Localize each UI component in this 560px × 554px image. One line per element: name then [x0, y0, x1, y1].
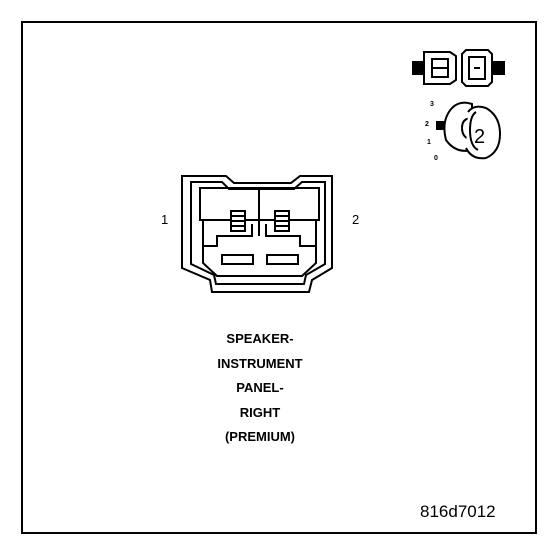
terminal-cavity-right	[265, 221, 317, 247]
key-position-icon	[436, 101, 502, 160]
pin-label-2: 2	[352, 212, 360, 227]
connector-outer-shell	[181, 175, 333, 293]
key-position-1: 1	[427, 139, 431, 146]
terminal-right	[274, 210, 290, 232]
key-position-0: 0	[434, 155, 438, 162]
diagram-id: 816d7012	[420, 502, 496, 521]
terminal-cavity-left	[202, 221, 253, 247]
caption-line: (PREMIUM)	[224, 429, 296, 444]
caption-line: RIGHT	[239, 404, 281, 420]
key-number: 2	[474, 126, 486, 148]
pin-label-1: 1	[161, 212, 169, 227]
caption-line: PANEL-	[236, 380, 284, 395]
slot-right	[266, 254, 299, 265]
key-position-2: 2	[425, 121, 429, 128]
connector-face	[181, 175, 333, 293]
diagram-frame	[21, 21, 537, 534]
key-position-3: 3	[430, 101, 434, 108]
connector-latch	[202, 246, 317, 277]
terminal-left	[230, 210, 246, 232]
connector-mating-icon	[412, 49, 505, 87]
connector-caption: SPEAKER- INSTRUMENT PANEL- RIGHT (PREMIU…	[160, 327, 360, 450]
slot-left	[221, 254, 254, 265]
caption-line: INSTRUMENT	[217, 355, 303, 371]
caption-line: SPEAKER-	[226, 331, 294, 346]
